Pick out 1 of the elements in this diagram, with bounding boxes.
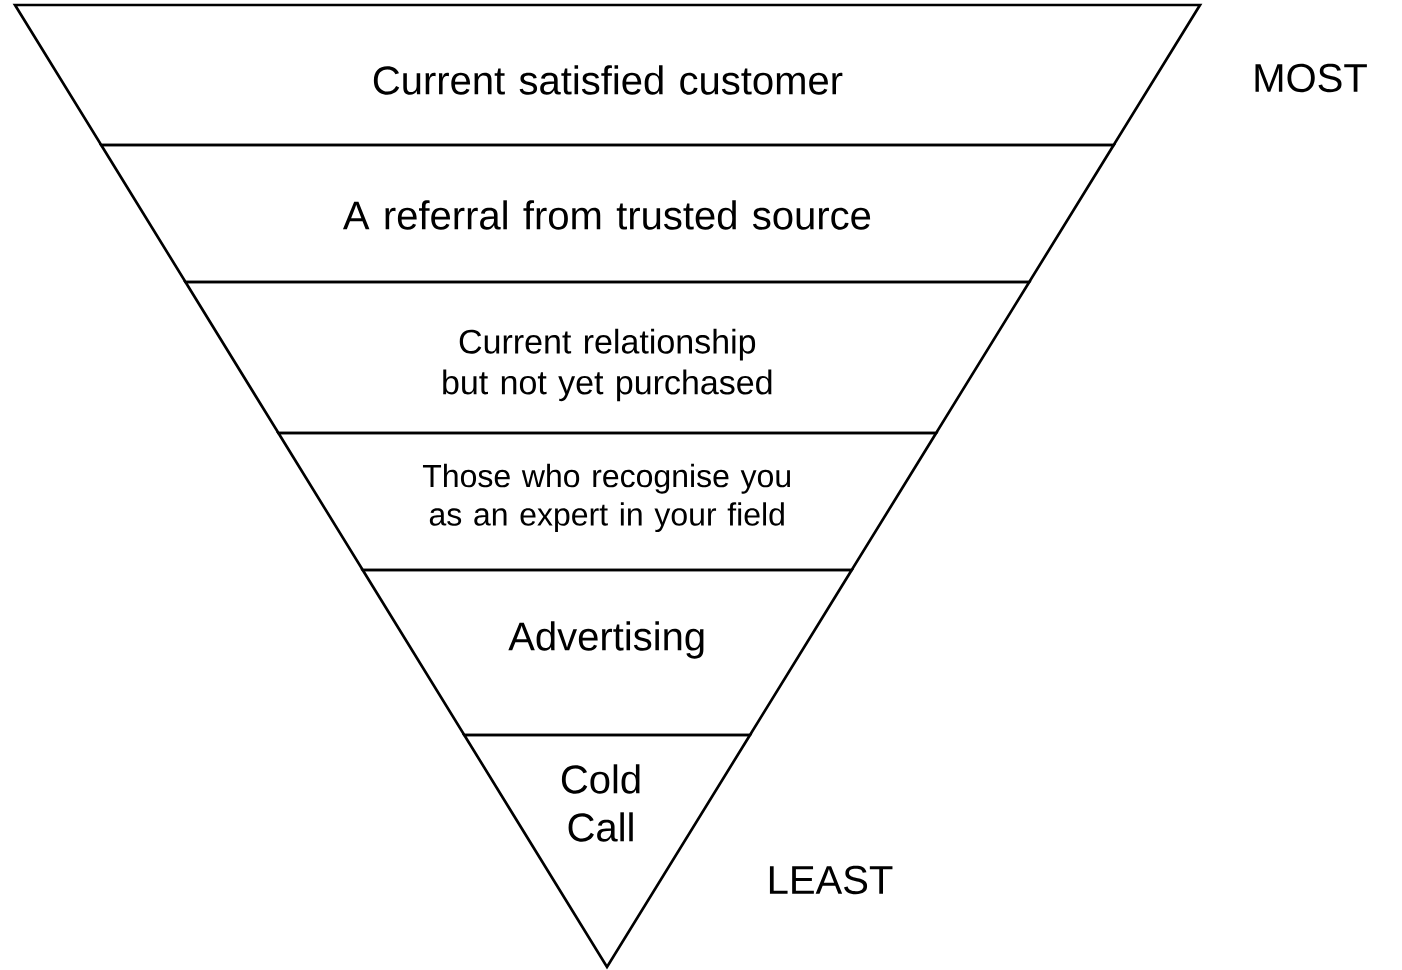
scale-label: MOST [1255, 63, 1367, 93]
